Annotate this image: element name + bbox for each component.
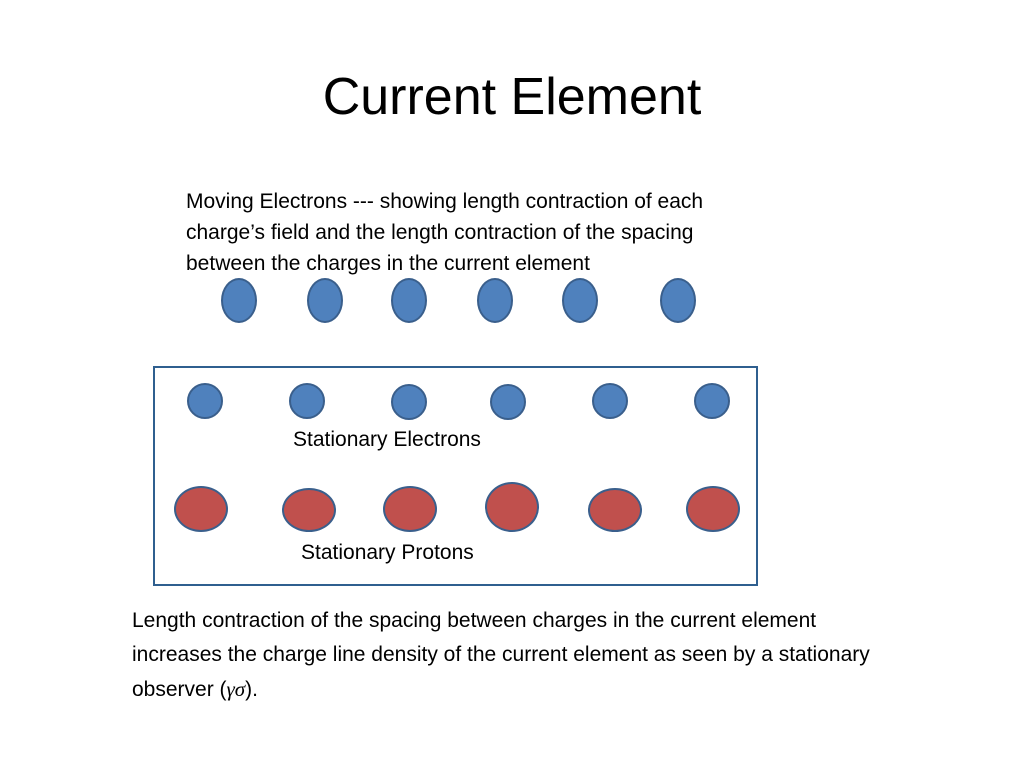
caption-line: charge’s field and the length contractio…: [186, 221, 694, 244]
stationary-electrons-label: Stationary Electrons: [293, 428, 481, 451]
caption-line: Moving Electrons --- showing length cont…: [186, 190, 704, 213]
stationary-electron: [592, 383, 628, 419]
moving-electron: [660, 278, 696, 323]
conclusion-line: observer (γσ).: [132, 672, 992, 707]
stationary-electron: [187, 383, 223, 419]
stationary-proton: [174, 486, 228, 532]
stationary-electron: [289, 383, 325, 419]
conclusion-text: Length contraction of the spacing betwee…: [132, 604, 992, 707]
stationary-proton: [485, 482, 539, 532]
caption-line: between the charges in the current eleme…: [186, 252, 590, 275]
moving-electron: [307, 278, 343, 323]
conclusion-line: Length contraction of the spacing betwee…: [132, 609, 817, 632]
moving-electron: [477, 278, 513, 323]
conclusion-suffix: ).: [245, 678, 258, 701]
current-element-frame: [153, 366, 758, 586]
stationary-electron: [694, 383, 730, 419]
stationary-proton: [588, 488, 642, 532]
moving-electron: [221, 278, 257, 323]
stationary-electron: [391, 384, 427, 420]
stationary-electron: [490, 384, 526, 420]
moving-electron: [391, 278, 427, 323]
slide-title: Current Element: [322, 68, 702, 126]
stationary-proton: [282, 488, 336, 532]
stationary-protons-label: Stationary Protons: [301, 541, 474, 564]
moving-electron: [562, 278, 598, 323]
conclusion-prefix: observer (: [132, 678, 227, 701]
gamma-sigma-symbol: γσ: [226, 677, 246, 701]
stationary-proton: [383, 486, 437, 532]
stationary-proton: [686, 486, 740, 532]
moving-electrons-caption: Moving Electrons --- showing length cont…: [186, 186, 786, 279]
conclusion-line: increases the charge line density of the…: [132, 643, 870, 666]
